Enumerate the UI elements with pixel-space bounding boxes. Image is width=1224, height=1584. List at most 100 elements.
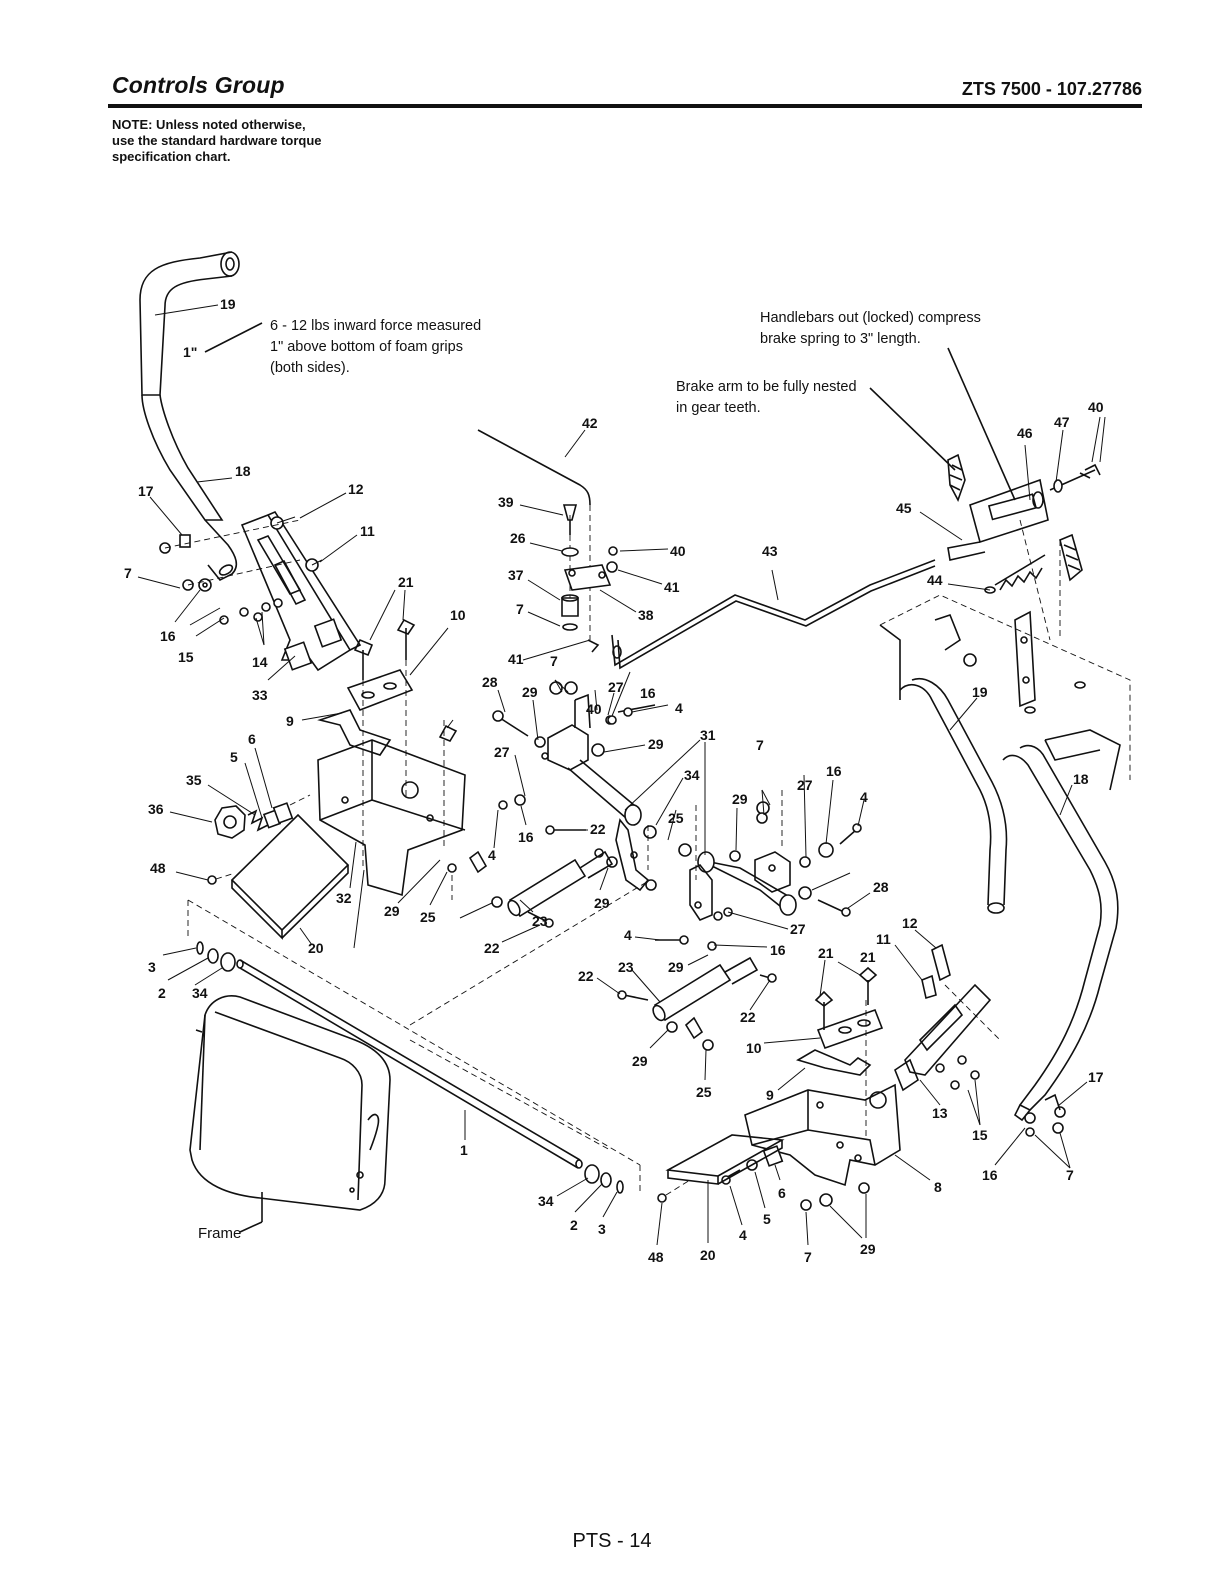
- callout-label: 28: [482, 674, 498, 690]
- left-handlebar: [139, 251, 240, 582]
- callout-label: 10: [450, 607, 466, 623]
- left-housing: [317, 720, 466, 897]
- callout-label: 4: [739, 1227, 747, 1243]
- callout-label: 13: [932, 1105, 948, 1121]
- callout-label: 47: [1054, 414, 1070, 430]
- callout-label: 29: [648, 736, 664, 752]
- force-note-line-2: 1" above bottom of foam grips: [270, 339, 463, 355]
- callout-label: 7: [804, 1249, 812, 1265]
- right-handlebar: [899, 678, 1119, 1122]
- callout-label: 4: [860, 789, 868, 805]
- right-housing: [744, 1083, 901, 1211]
- callout-label: 6: [248, 731, 256, 747]
- callout-label: 8: [934, 1179, 942, 1195]
- callout-label: 29: [860, 1241, 876, 1257]
- callout-label: 16: [160, 628, 176, 644]
- callout-label: 7: [124, 565, 132, 581]
- callout-label: 7: [1066, 1167, 1074, 1183]
- callout-label: 16: [982, 1167, 998, 1183]
- callout-label: 22: [740, 1009, 756, 1025]
- callout-label: 20: [308, 940, 324, 956]
- callout-label: 40: [1088, 399, 1104, 415]
- callout-label: 12: [348, 481, 364, 497]
- callout-label: 11: [876, 931, 891, 947]
- handlebar-note-line-2: brake spring to 3" length.: [760, 331, 921, 347]
- callout-label: 16: [518, 829, 534, 845]
- callout-label: 45: [896, 500, 912, 516]
- callout-label: 18: [235, 463, 251, 479]
- brake-note-line-2: in gear teeth.: [676, 400, 761, 416]
- pivot-rod: [187, 879, 651, 1195]
- callout-label: 29: [384, 903, 400, 919]
- model-number: ZTS 7500 - 107.27786: [961, 79, 1142, 99]
- callout-label: 48: [648, 1249, 664, 1265]
- callout-label: 19: [220, 296, 236, 312]
- callout-label: 40: [586, 701, 602, 717]
- callout-label: 17: [138, 483, 154, 499]
- left-mount-plate: [317, 618, 416, 870]
- callout-label: 9: [766, 1087, 774, 1103]
- callout-label: 27: [797, 777, 813, 793]
- callout-label: 34: [684, 767, 700, 783]
- callout-label: 9: [286, 713, 294, 729]
- callout-label: 6: [778, 1185, 786, 1201]
- torque-note-line-2: use the standard hardware torque: [112, 133, 322, 148]
- callout-label: 22: [578, 968, 594, 984]
- callout-label: 32: [336, 890, 352, 906]
- right-control-bracket: [894, 943, 1066, 1137]
- callout-label: 27: [790, 921, 806, 937]
- callout-label: 35: [186, 772, 202, 788]
- callout-label: 44: [927, 572, 943, 588]
- callout-label: 41: [664, 579, 680, 595]
- callout-label: 2: [158, 985, 166, 1001]
- callout-label: 22: [590, 821, 606, 837]
- callout-label: 21: [818, 945, 834, 961]
- callout-label: 14: [252, 654, 268, 670]
- left-control-bracket: [240, 510, 362, 672]
- callout-label: 43: [762, 543, 778, 559]
- inch-mark-label: 1": [183, 344, 197, 360]
- callout-numbers: 19 17 18 12 11 7 16 15 14 33 21 10 9 6 5…: [124, 296, 1104, 1265]
- callout-label: 41: [508, 651, 524, 667]
- callout-label: 3: [598, 1221, 606, 1237]
- torque-note-line-1: NOTE: Unless noted otherwise,: [112, 117, 306, 132]
- brake-note-line-1: Brake arm to be fully nested: [676, 379, 857, 395]
- brake-arm-assembly: [947, 453, 1101, 641]
- callout-label: 27: [608, 679, 624, 695]
- page-number: PTS - 14: [572, 1530, 652, 1552]
- callout-label: 36: [148, 801, 164, 817]
- right-frame-section: [879, 594, 1131, 791]
- callout-label: 34: [192, 985, 208, 1001]
- callout-label: 29: [632, 1053, 648, 1069]
- center-pivot-shaft: [547, 693, 657, 892]
- gas-spring-upper: [447, 850, 614, 928]
- callout-label: 4: [624, 927, 632, 943]
- callout-label: 23: [532, 913, 548, 929]
- callout-label: 20: [700, 1247, 716, 1263]
- force-note-line-1: 6 - 12 lbs inward force measured: [270, 318, 481, 334]
- leader-lines: [137, 304, 1106, 1246]
- callout-label: 10: [746, 1040, 762, 1056]
- callout-label: 48: [150, 860, 166, 876]
- callout-label: 23: [618, 959, 634, 975]
- brake-rod-assembly: [477, 429, 936, 670]
- left-hardware: [159, 519, 301, 625]
- callout-label: 7: [550, 653, 558, 669]
- callout-label: 4: [488, 847, 496, 863]
- callout-label: 5: [763, 1211, 771, 1227]
- frame-label: Frame: [198, 1225, 241, 1242]
- center-hardware: [492, 681, 656, 868]
- callout-label: 2: [570, 1217, 578, 1233]
- callout-label: 15: [178, 649, 194, 665]
- callout-label: 21: [398, 574, 414, 590]
- callout-label: 38: [638, 607, 654, 623]
- callout-label: 39: [498, 494, 514, 510]
- callout-label: 16: [826, 763, 842, 779]
- callout-label: 4: [675, 700, 683, 716]
- callout-label: 25: [420, 909, 436, 925]
- callout-label: 33: [252, 687, 268, 703]
- callout-label: 40: [670, 543, 686, 559]
- callout-label: 18: [1073, 771, 1089, 787]
- callout-label: 17: [1088, 1069, 1104, 1085]
- callout-label: 22: [484, 940, 500, 956]
